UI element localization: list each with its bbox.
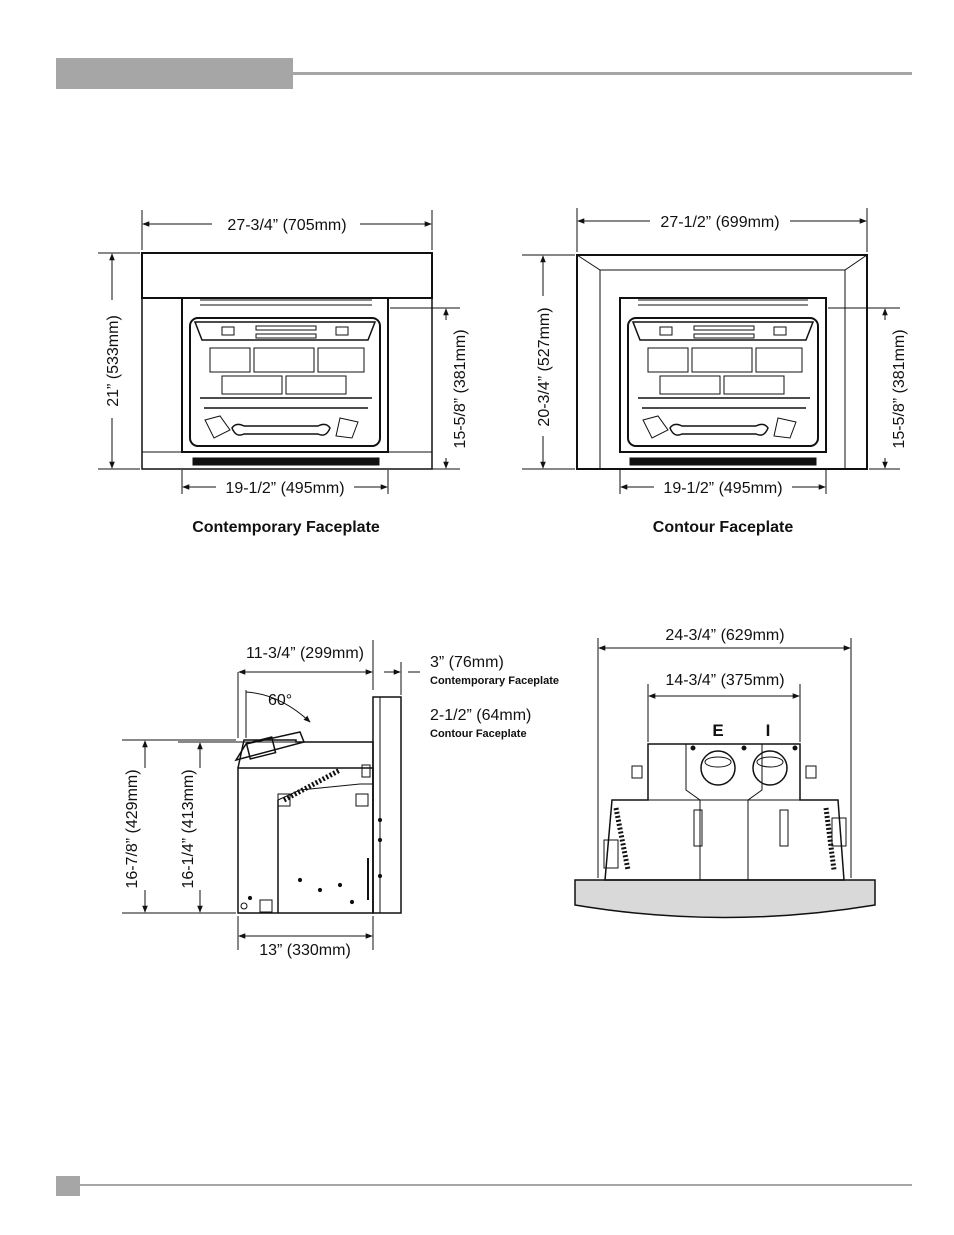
body-height-label: 16-1/4” (413mm) bbox=[180, 769, 197, 888]
total-height-label: 16-7/8” (429mm) bbox=[124, 769, 141, 888]
contour-front-view bbox=[522, 208, 900, 494]
angle-label: 60° bbox=[268, 692, 292, 709]
contemporary-front-view bbox=[98, 210, 460, 494]
contemporary-depth-label: 3” (76mm) bbox=[430, 654, 504, 671]
intake-label: I bbox=[766, 721, 771, 740]
contour-width-label: 27-1/2” (699mm) bbox=[660, 214, 779, 231]
contemporary-depth-caption: Contemporary Faceplate bbox=[430, 675, 559, 687]
section-header-bar bbox=[56, 58, 293, 89]
contemporary-opening-width-label: 19-1/2” (495mm) bbox=[225, 480, 344, 497]
contemporary-width-label: 27-3/4” (705mm) bbox=[227, 217, 346, 234]
contour-depth-caption: Contour Faceplate bbox=[430, 728, 527, 740]
footer-rule bbox=[80, 1184, 912, 1186]
page-number-box bbox=[56, 1176, 80, 1196]
header-rule bbox=[293, 72, 912, 75]
side-view bbox=[122, 640, 420, 950]
exhaust-label: E bbox=[712, 721, 723, 740]
side-top-depth-label: 11-3/4” (299mm) bbox=[246, 645, 364, 662]
contemporary-opening-height-label: 15-5/8” (381mm) bbox=[452, 329, 469, 448]
contour-opening-width-label: 19-1/2” (495mm) bbox=[663, 480, 782, 497]
contemporary-caption: Contemporary Faceplate bbox=[192, 519, 380, 536]
contour-height-label: 20-3/4” (527mm) bbox=[536, 307, 553, 426]
contour-caption: Contour Faceplate bbox=[653, 519, 794, 536]
overall-width-label: 24-3/4” (629mm) bbox=[665, 627, 784, 644]
contour-opening-height-label: 15-5/8” (381mm) bbox=[891, 329, 908, 448]
vent-spacing-label: 14-3/4” (375mm) bbox=[665, 672, 784, 689]
base-depth-label: 13” (330mm) bbox=[259, 942, 351, 959]
contemporary-height-label: 21” (533mm) bbox=[105, 315, 122, 407]
top-view bbox=[574, 638, 876, 919]
contour-depth-label: 2-1/2” (64mm) bbox=[430, 707, 531, 724]
